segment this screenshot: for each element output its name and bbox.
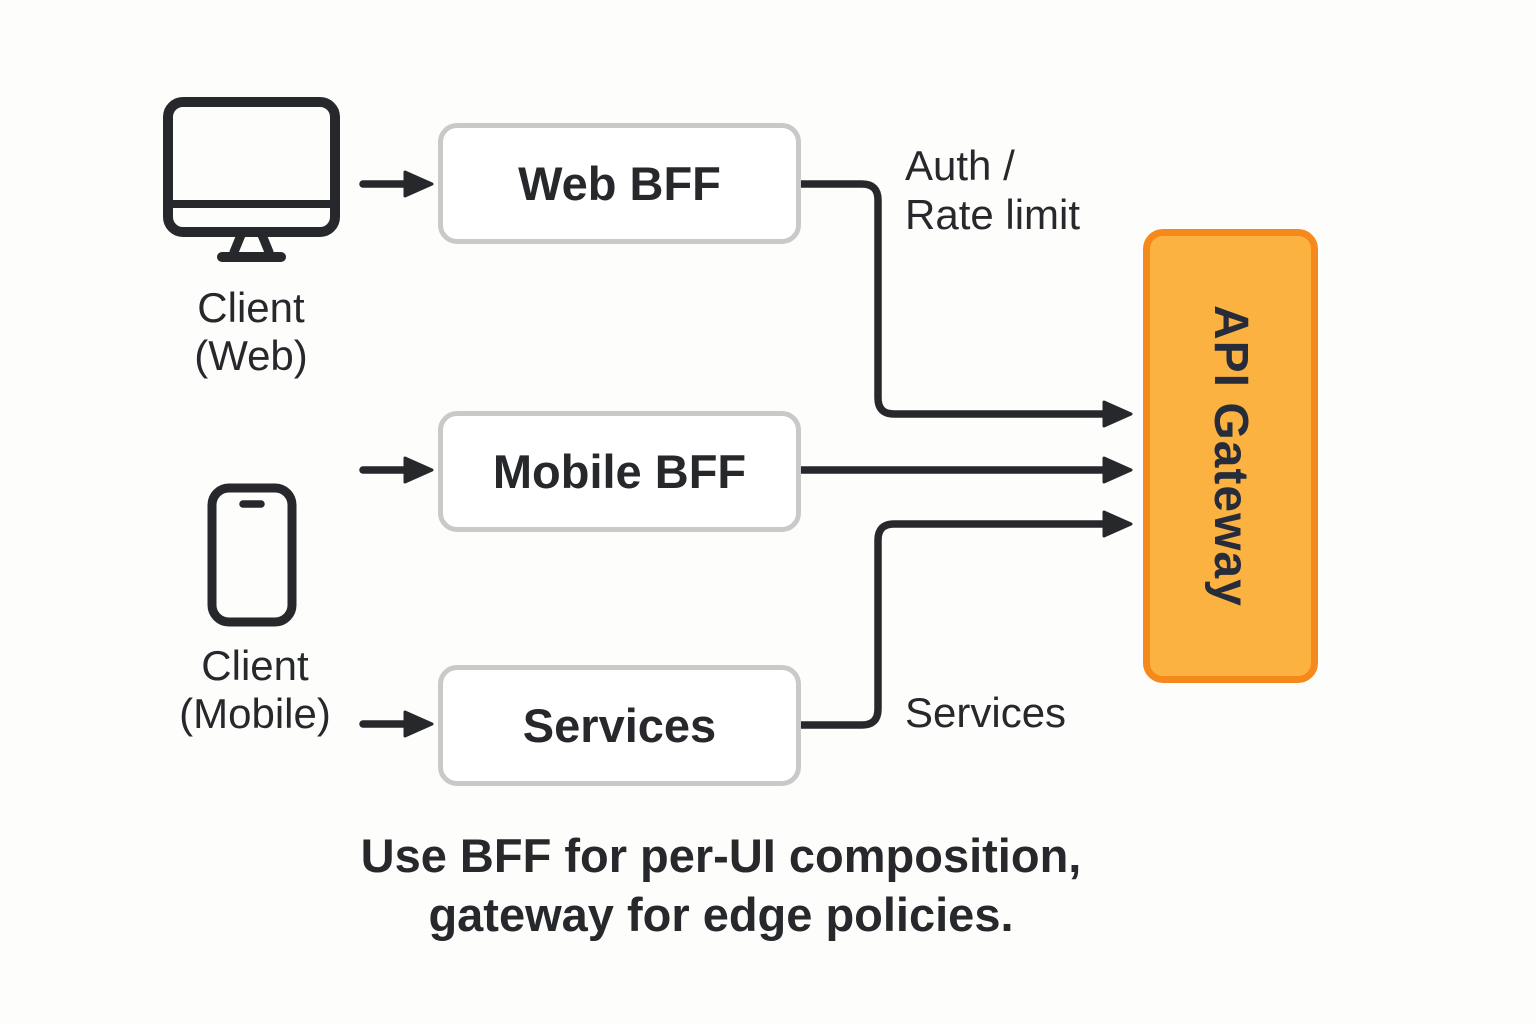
node-api-gateway: API Gateway	[1143, 229, 1318, 683]
node-mobile-bff-label: Mobile BFF	[492, 445, 747, 498]
edge-label-auth-line1: Auth /	[905, 142, 1015, 189]
arrow-client-web-to-web-bff	[359, 170, 434, 198]
client-mobile-label: Client (Mobile)	[120, 642, 390, 738]
edge-label-auth-line2: Rate limit	[905, 191, 1081, 238]
node-api-gateway-label: API Gateway	[1204, 305, 1257, 607]
node-services: Services	[438, 665, 801, 786]
client-web-label-line2: (Web)	[194, 332, 308, 379]
connector-services-to-gateway	[797, 510, 1133, 729]
client-mobile-label-line1: Client	[201, 642, 309, 689]
smartphone-icon	[207, 483, 297, 627]
arrow-client-to-mobile-bff	[359, 456, 434, 484]
connector-web-bff-to-gateway	[797, 180, 1133, 428]
edge-label-services-text: Services	[905, 689, 1067, 736]
edge-label-services: Services	[905, 688, 1066, 737]
desktop-monitor-icon	[163, 97, 340, 262]
caption-line2: gateway for edge policies.	[428, 888, 1014, 941]
edge-label-auth-rate-limit: Auth / Rate limit	[905, 141, 1080, 239]
client-web-label: Client (Web)	[128, 284, 374, 380]
client-web-label-line1: Client	[197, 284, 305, 331]
node-web-bff-label: Web BFF	[518, 157, 721, 210]
connector-mobile-bff-to-gateway	[797, 456, 1133, 484]
node-mobile-bff: Mobile BFF	[438, 411, 801, 532]
node-services-label: Services	[522, 699, 717, 752]
diagram-caption: Use BFF for per-UI composition, gateway …	[251, 826, 1191, 944]
node-web-bff: Web BFF	[438, 123, 801, 244]
client-mobile-label-line2: (Mobile)	[179, 690, 331, 737]
caption-line1: Use BFF for per-UI composition,	[360, 829, 1082, 882]
arrow-client-mobile-to-services	[359, 710, 434, 738]
